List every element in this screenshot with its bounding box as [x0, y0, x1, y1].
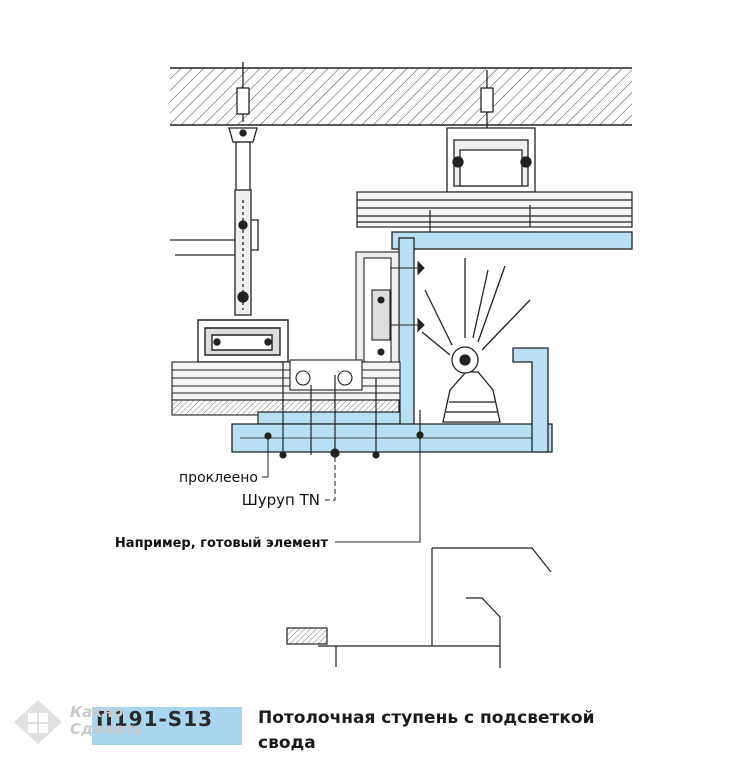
- label-screw: Шуруп TN: [242, 491, 320, 509]
- cornice-edge: [512, 347, 549, 453]
- light-fixture: [421, 258, 531, 423]
- watermark-suffix: но: [102, 703, 124, 721]
- label-glued: проклеено: [179, 470, 258, 486]
- right-hanger: [445, 70, 536, 196]
- leader-lines: [262, 436, 421, 543]
- watermark-line2: Сделать: [70, 720, 143, 738]
- watermark-logo: [14, 700, 62, 744]
- label-example: Например, готовый элемент: [115, 536, 329, 551]
- upper-profile-band: [356, 191, 633, 245]
- bottom-gypsum-step: [231, 411, 553, 453]
- screws: [264, 362, 424, 459]
- lower-profile-band: [171, 359, 401, 416]
- watermark-text: Какно Сделать: [70, 704, 143, 738]
- drawing-code: П191-S13: [96, 707, 214, 731]
- left-profile-clip: [197, 319, 289, 363]
- drawing-caption: Потолочная ступень с подсветкой свода: [258, 708, 595, 753]
- left-hanger: [170, 62, 259, 316]
- code-box: [92, 707, 242, 745]
- watermark-line1: Как: [70, 703, 103, 721]
- example-element-sketch: [286, 547, 552, 668]
- vertical-profile-stack: [355, 251, 425, 371]
- upper-gypsum-panel: [391, 231, 633, 250]
